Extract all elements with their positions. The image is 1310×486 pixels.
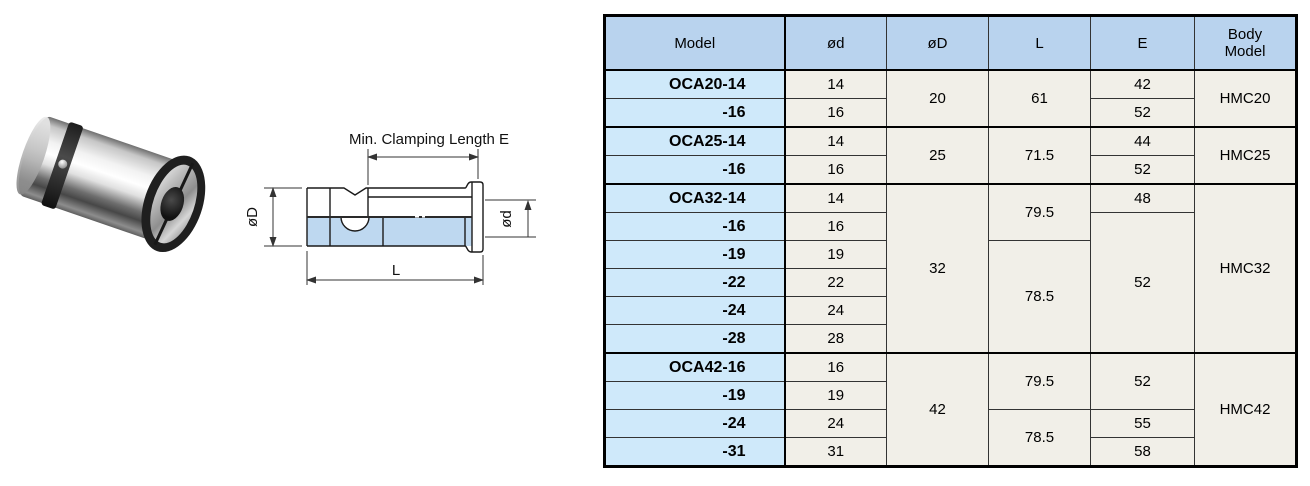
value-cell: 16 [784, 155, 887, 185]
length-label: L [392, 262, 400, 279]
value-cell: 52 [1090, 212, 1195, 354]
model-cell: -24 [604, 296, 786, 325]
part-outline [306, 181, 484, 253]
value-cell: 22 [784, 268, 887, 297]
value-cell: 42 [1090, 69, 1195, 99]
value-cell: 52 [1090, 155, 1195, 185]
value-cell: 58 [1090, 437, 1195, 467]
value-cell: 52 [1090, 98, 1195, 128]
value-cell: HMC20 [1194, 69, 1297, 128]
value-cell: 16 [784, 212, 887, 241]
column-header: øD [886, 15, 989, 71]
value-cell: 14 [784, 69, 887, 99]
dimension-inner-diameter: ød [485, 199, 536, 238]
model-cell: OCA25-14 [604, 126, 786, 156]
value-cell: 48 [1090, 183, 1195, 213]
value-cell: 24 [784, 296, 887, 325]
dimension-clamping-length: Min. Clamping Length E [349, 131, 509, 185]
value-cell: 55 [1090, 409, 1195, 438]
value-cell: 79.5 [988, 183, 1091, 241]
value-cell: HMC42 [1194, 352, 1297, 467]
clamping-length-label: Min. Clamping Length E [349, 131, 509, 148]
technical-drawing: Min. Clamping Length E øD ød L [244, 131, 536, 285]
outer-diameter-label: øD [244, 207, 261, 227]
value-cell: 78.5 [988, 240, 1091, 354]
model-cell: OCA32-14 [604, 183, 786, 213]
model-cell: OCA42-16 [604, 352, 786, 382]
value-cell: 44 [1090, 126, 1195, 156]
value-cell: 19 [784, 381, 887, 410]
model-cell: -28 [604, 324, 786, 354]
value-cell: 28 [784, 324, 887, 354]
column-header: L [988, 15, 1091, 71]
inner-diameter-label: ød [498, 210, 515, 228]
section-fill [307, 217, 472, 246]
column-header: ød [784, 15, 887, 71]
value-cell: 24 [784, 409, 887, 438]
model-cell: -31 [604, 437, 786, 467]
column-header: Body Model [1194, 15, 1297, 71]
collet-sleeve [9, 107, 218, 261]
column-header: E [1090, 15, 1195, 71]
value-cell: 14 [784, 183, 887, 213]
value-cell: HMC32 [1194, 183, 1297, 354]
value-cell: 19 [784, 240, 887, 269]
model-cell: -16 [604, 155, 786, 185]
value-cell: 61 [988, 69, 1091, 128]
model-cell: -16 [604, 98, 786, 128]
value-cell: 20 [886, 69, 989, 128]
value-cell: 16 [784, 352, 887, 382]
value-cell: 79.5 [988, 352, 1091, 410]
dimension-outer-diameter: øD [244, 187, 302, 247]
model-cell: OCA20-14 [604, 69, 786, 99]
column-header: Model [604, 15, 786, 71]
value-cell: 78.5 [988, 409, 1091, 467]
value-cell: 31 [784, 437, 887, 467]
product-photo [9, 110, 229, 275]
value-cell: 42 [886, 352, 989, 467]
model-cell: -19 [604, 240, 786, 269]
model-cell: -24 [604, 409, 786, 438]
model-cell: -22 [604, 268, 786, 297]
model-cell: -16 [604, 212, 786, 241]
value-cell: 14 [784, 126, 887, 156]
value-cell: 52 [1090, 352, 1195, 410]
value-cell: 71.5 [988, 126, 1091, 185]
value-cell: 16 [784, 98, 887, 128]
value-cell: HMC25 [1194, 126, 1297, 185]
value-cell: 32 [886, 183, 989, 354]
value-cell: 25 [886, 126, 989, 185]
model-cell: -19 [604, 381, 786, 410]
dimension-length: L [306, 251, 484, 285]
